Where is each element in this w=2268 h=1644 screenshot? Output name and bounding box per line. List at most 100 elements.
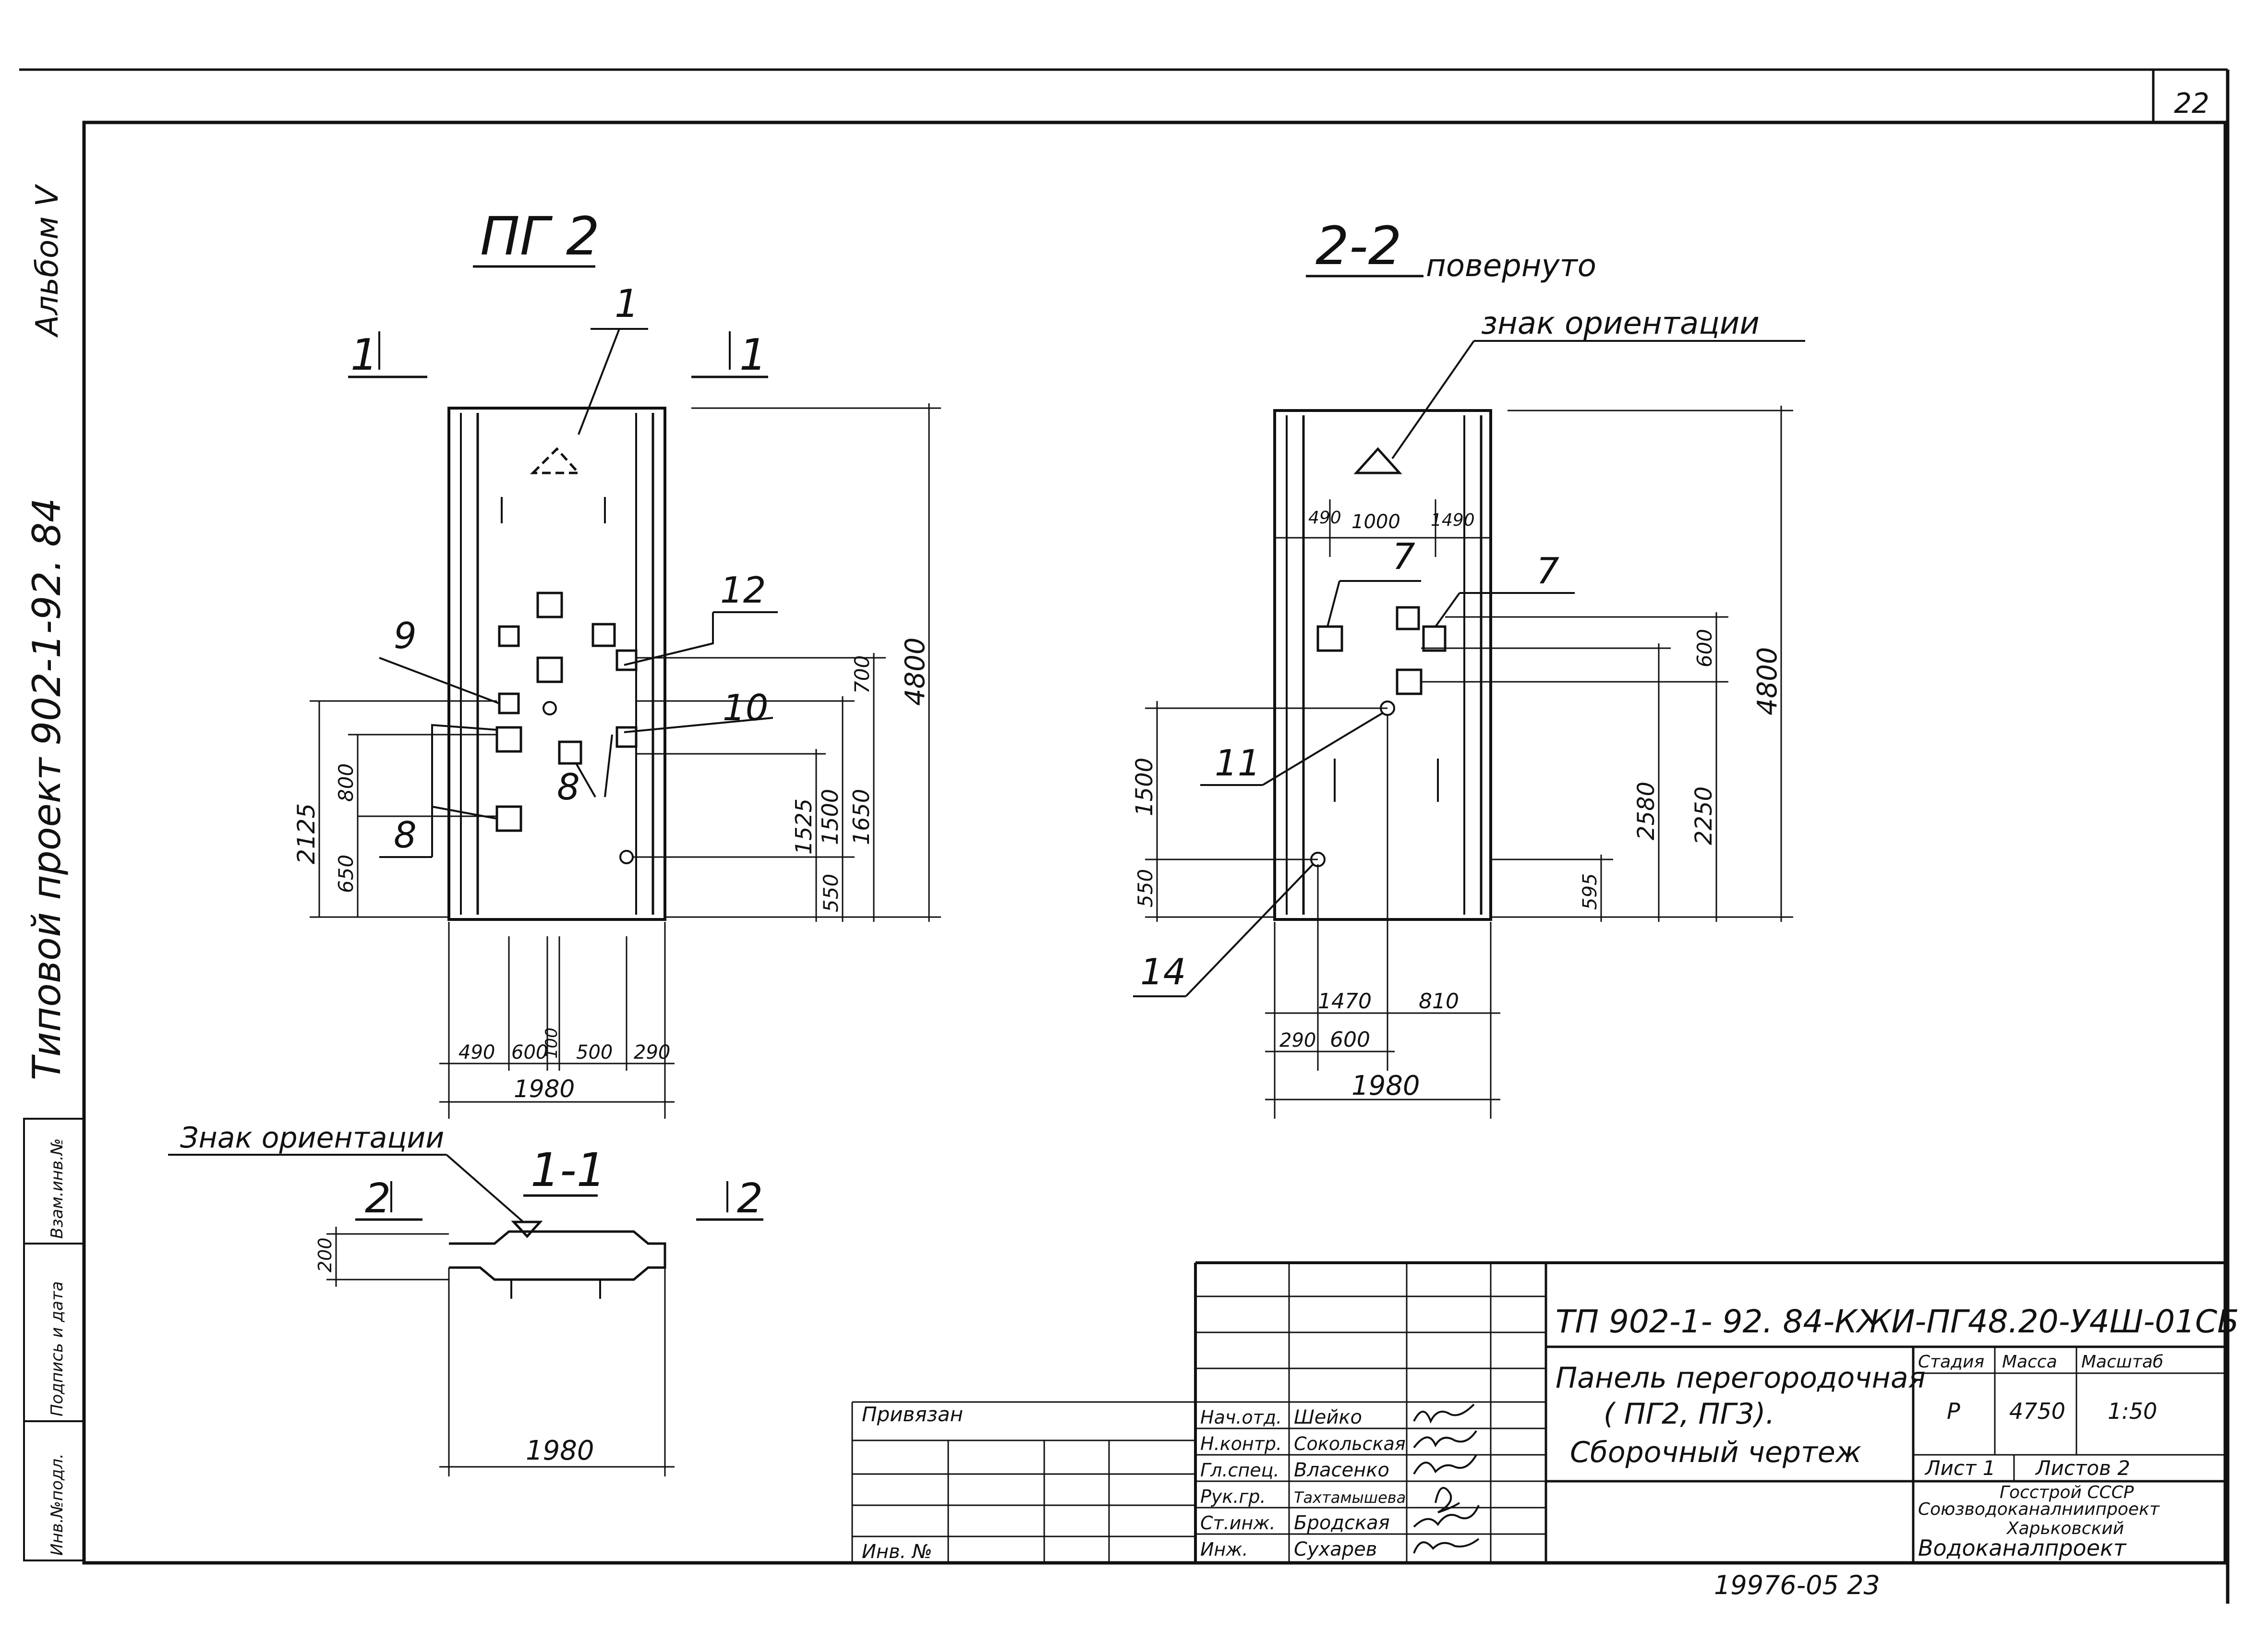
pg2-dim-2125: 2125 bbox=[292, 803, 320, 864]
view22-dim-1470: 1470 bbox=[1318, 989, 1372, 1014]
pg2-dim-500: 500 bbox=[576, 1041, 613, 1064]
view22-pos-7-right: 7 bbox=[1536, 550, 1559, 592]
staff-name-2: Власенко bbox=[1294, 1459, 1389, 1481]
staff-name-3: Тахтамышева bbox=[1294, 1488, 1406, 1507]
pg2-dim-550: 550 bbox=[819, 874, 843, 912]
view22-dim-600: 600 bbox=[1693, 629, 1716, 667]
sheet-number: 22 bbox=[2174, 87, 2209, 120]
inv-podl-label: Инв.№подл. bbox=[48, 1453, 67, 1556]
staff-name-4: Бродская bbox=[1294, 1512, 1390, 1534]
pg2-section-mark-right: 1 bbox=[739, 330, 767, 380]
view22-dim-4800: 4800 bbox=[1752, 647, 1783, 715]
pg2-dim-490: 490 bbox=[458, 1041, 495, 1064]
privyazan-label: Привязан bbox=[862, 1402, 963, 1426]
pg2-dim-100: 100 bbox=[542, 1028, 561, 1059]
pg2-dim-600: 600 bbox=[511, 1041, 548, 1064]
signature-1 bbox=[1413, 1430, 1477, 1449]
pg2-dim-700: 700 bbox=[850, 655, 874, 694]
inv-no-label: Инв. № bbox=[862, 1541, 932, 1563]
section11-dim-200: 200 bbox=[314, 1237, 336, 1272]
view-pg2: ПГ 2 1 1 1 9 12 bbox=[292, 206, 941, 1119]
view-2-2: 2-2 повернуто знак ориентации 7 7 11 14 bbox=[1131, 215, 1805, 1119]
pg2-pos-8-mid: 8 bbox=[557, 766, 580, 808]
sheets-label: Листов 2 bbox=[2035, 1456, 2130, 1480]
signature-2 bbox=[1413, 1454, 1477, 1475]
pg2-pos-9: 9 bbox=[394, 615, 417, 657]
sheet-label: Лист 1 bbox=[1924, 1456, 1996, 1480]
scale-header: Масштаб bbox=[2081, 1352, 2163, 1372]
orientation-label-22: знак ориентации bbox=[1481, 306, 1760, 341]
drawing-name-1: Панель перегородочная bbox=[1556, 1361, 1926, 1395]
org-line-4: Водоканалпроект bbox=[1918, 1535, 2127, 1561]
staff-name-0: Шейко bbox=[1294, 1406, 1362, 1428]
drawing-name-3: Сборочный чертеж bbox=[1570, 1436, 1861, 1469]
view22-dim-600b: 600 bbox=[1330, 1028, 1370, 1052]
pg2-dim-1500: 1500 bbox=[817, 789, 843, 845]
staff-name-5: Сухарев bbox=[1294, 1538, 1377, 1560]
pg2-dim-290: 290 bbox=[634, 1041, 670, 1064]
section11-mark-right: 2 bbox=[737, 1175, 763, 1222]
podpis-data-label: Подпись и дата bbox=[48, 1281, 67, 1416]
view22-dim-290: 290 bbox=[1279, 1029, 1316, 1052]
section11-mark-left: 2 bbox=[365, 1175, 391, 1222]
album-label: Альбом V bbox=[30, 183, 65, 338]
mass-header: Масса bbox=[2002, 1352, 2057, 1372]
sheet-frame bbox=[19, 68, 2230, 1604]
view22-dim-490: 490 bbox=[1308, 508, 1341, 528]
staff-role-0: Нач.отд. bbox=[1200, 1407, 1282, 1428]
view22-dim-1490: 1490 bbox=[1431, 510, 1475, 530]
mass-value: 4750 bbox=[2009, 1398, 2065, 1424]
view22-dim-2580: 2580 bbox=[1633, 782, 1660, 840]
project-label: Типовой проект 902-1-92. 84 bbox=[24, 498, 69, 1080]
org-line-2: Союзводоканалниипроект bbox=[1918, 1499, 2160, 1519]
view22-dim-1980: 1980 bbox=[1351, 1070, 1420, 1101]
org-line-3: Харьковский bbox=[2006, 1519, 2124, 1538]
signature-4 bbox=[1413, 1505, 1480, 1528]
view22-dim-1500: 1500 bbox=[1131, 758, 1158, 816]
pg2-pos-1: 1 bbox=[615, 281, 639, 326]
left-margin: Альбом V Типовой проект 902-1-92. 84 Вза… bbox=[23, 183, 85, 1561]
section11-dim-1980: 1980 bbox=[526, 1435, 594, 1466]
archive-number: 19976-05 23 bbox=[1714, 1570, 1880, 1600]
staff-role-4: Ст.инж. bbox=[1200, 1512, 1276, 1534]
pg2-dim-650: 650 bbox=[334, 855, 358, 893]
view22-dim-2250: 2250 bbox=[1690, 786, 1717, 845]
pg2-title: ПГ 2 bbox=[480, 206, 600, 267]
pg2-dim-4800: 4800 bbox=[900, 637, 931, 706]
title-block: Привязан Инв. № Нач.отд. Шейко Н.контр. … bbox=[851, 1261, 2239, 1563]
view22-dim-550: 550 bbox=[1134, 869, 1157, 907]
staff-role-1: Н.контр. bbox=[1200, 1433, 1282, 1454]
orientation-label-11: Знак ориентации bbox=[180, 1121, 444, 1155]
staff-role-3: Рук.гр. bbox=[1200, 1486, 1266, 1507]
signature-3 bbox=[1435, 1487, 1460, 1513]
view22-pos-11: 11 bbox=[1215, 742, 1260, 784]
pg2-dim-1525: 1525 bbox=[791, 798, 817, 855]
pg2-section-mark-left: 1 bbox=[350, 330, 378, 380]
org-line-1: Госстрой СССР bbox=[2000, 1483, 2134, 1502]
signature-0 bbox=[1413, 1403, 1475, 1424]
drawing-name-2: ( ПГ2, ПГ3). bbox=[1604, 1397, 1775, 1431]
vzam-inv-label: Взам.инв.№ bbox=[48, 1138, 67, 1239]
scale-value: 1:50 bbox=[2108, 1398, 2157, 1424]
view22-pos-14: 14 bbox=[1140, 951, 1186, 993]
signature-5 bbox=[1413, 1538, 1480, 1554]
staff-role-5: Инж. bbox=[1200, 1539, 1248, 1560]
view22-dim-1000: 1000 bbox=[1351, 511, 1400, 533]
view22-dim-595: 595 bbox=[1579, 873, 1601, 910]
staff-name-1: Сокольская bbox=[1294, 1433, 1406, 1454]
stage-header: Стадия bbox=[1918, 1352, 1984, 1372]
view22-dim-810: 810 bbox=[1419, 989, 1459, 1014]
pg2-pos-8-left: 8 bbox=[394, 814, 417, 856]
view22-pos-7-left: 7 bbox=[1392, 535, 1415, 578]
staff-role-2: Гл.спец. bbox=[1200, 1460, 1279, 1481]
drawing-code: ТП 902-1- 92. 84-КЖИ-ПГ48.20-У4Ш-01СБ bbox=[1556, 1303, 2239, 1340]
pg2-dim-800: 800 bbox=[334, 763, 358, 802]
pg2-dim-1650: 1650 bbox=[848, 789, 874, 845]
pg2-dim-1980: 1980 bbox=[514, 1075, 575, 1103]
view22-title: 2-2 bbox=[1315, 215, 1402, 277]
section11-title: 1-1 bbox=[531, 1143, 606, 1197]
pg2-pos-12: 12 bbox=[720, 569, 766, 611]
stage-value: Р bbox=[1947, 1398, 1960, 1424]
section-1-1: Знак ориентации 1-1 2 2 200 1980 bbox=[168, 1121, 763, 1476]
